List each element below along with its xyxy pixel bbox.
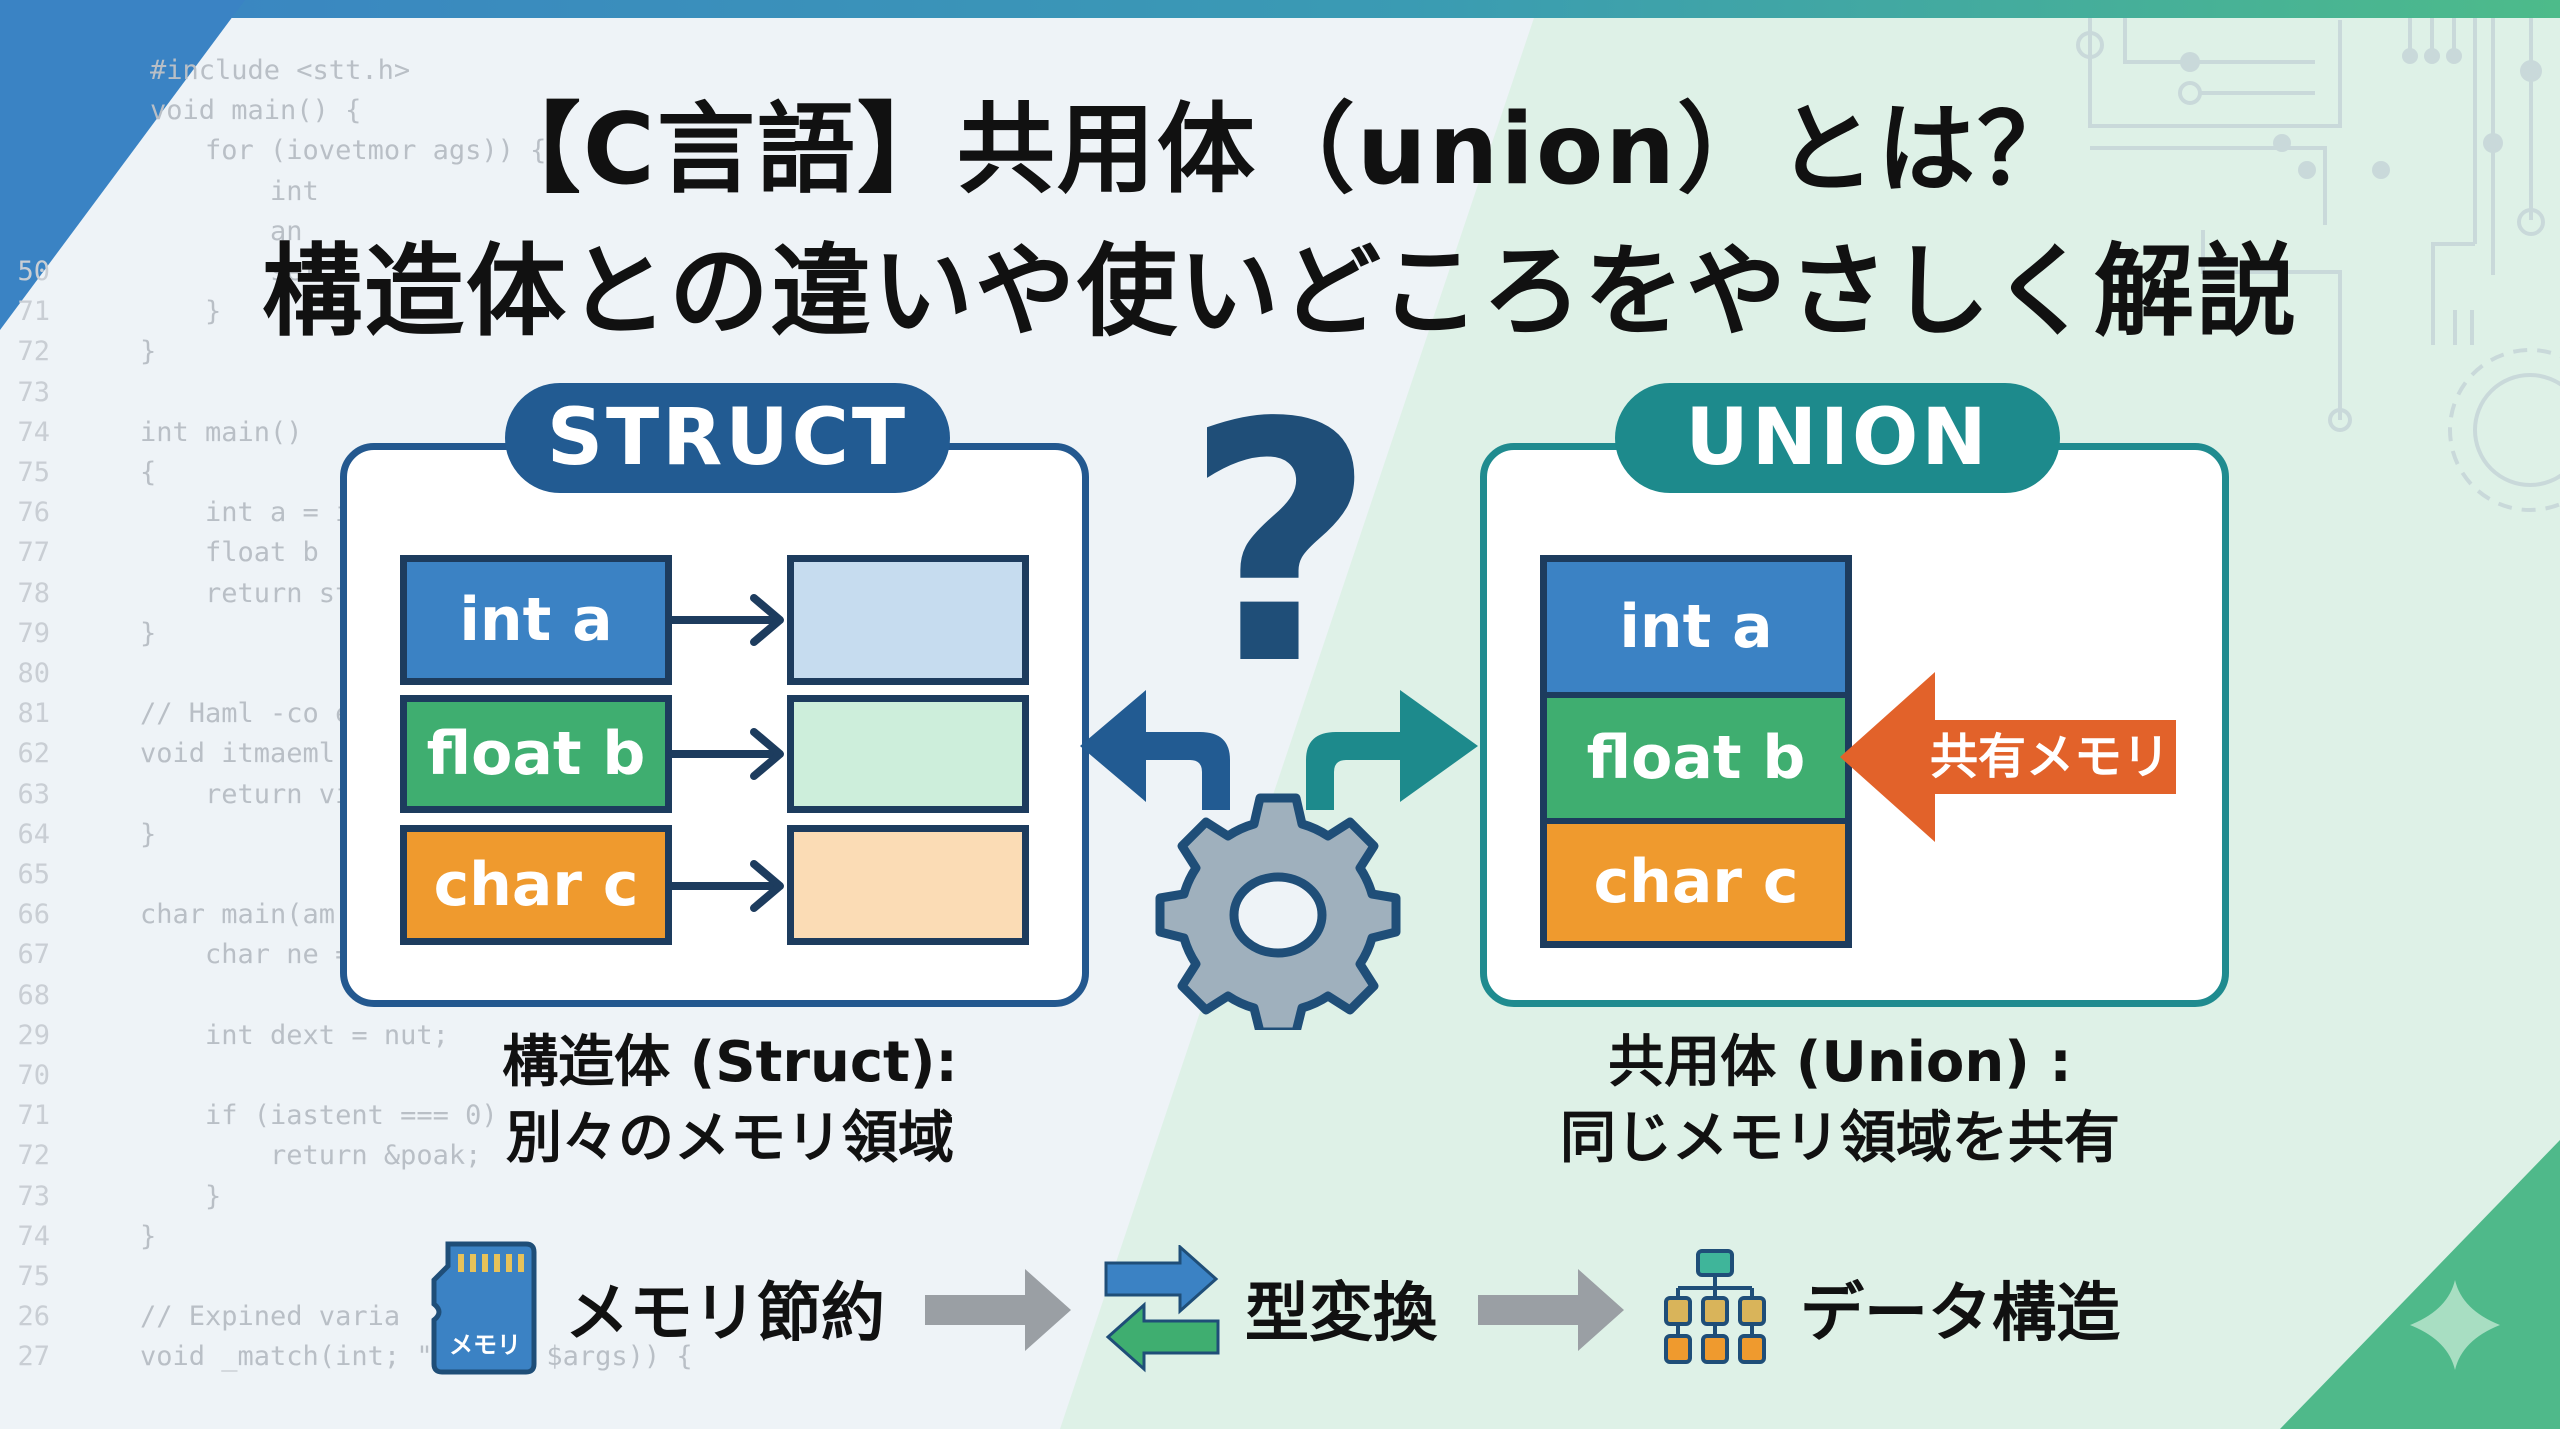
code-line-number: 26	[17, 1301, 50, 1333]
code-line: void itmaeml	[140, 738, 336, 770]
arrow-right-icon	[668, 860, 784, 912]
arrow-right-icon	[1306, 690, 1478, 810]
question-mark-icon: ?	[1184, 353, 1376, 737]
memory-card-icon-label: メモリ	[449, 1331, 521, 1359]
struct-caption-line-2: 別々のメモリ領域	[506, 1106, 954, 1171]
shared-memory-arrow-icon	[1840, 672, 2176, 842]
code-line: }	[140, 1180, 222, 1212]
code-line: float b :	[140, 537, 352, 569]
code-line: return st	[140, 577, 352, 609]
code-line-number: 73	[17, 376, 50, 408]
code-line-number: 63	[17, 778, 50, 810]
code-line-number: 29	[17, 1019, 50, 1051]
code-line-number: 68	[17, 979, 50, 1011]
center-graphic	[1080, 690, 1478, 1030]
code-line-number: 81	[17, 698, 50, 730]
arrow-left-icon	[1080, 690, 1230, 810]
code-line-number: 65	[17, 859, 50, 890]
code-line-number: 72	[17, 1140, 50, 1172]
code-line-number: 77	[17, 537, 50, 569]
code-line: return vi	[140, 778, 352, 810]
code-line: {	[140, 457, 157, 488]
title-line-2: 構造体との違いや使いどころをやさしく解説	[262, 233, 2298, 350]
struct-caption-line-1: 構造体 (Struct):	[502, 1030, 958, 1095]
code-line-number: 71	[17, 296, 50, 328]
union-label: UNION	[1615, 383, 2060, 493]
code-line: }	[140, 617, 157, 649]
code-line-number: 80	[17, 658, 50, 689]
code-line-number: 75	[17, 457, 50, 488]
code-line: }	[140, 1220, 157, 1252]
title-line-1: 【C言語】共用体（union）とは？	[482, 93, 2078, 207]
code-line-number: 27	[17, 1341, 50, 1373]
code-line: set	[140, 256, 319, 287]
code-line-number: 66	[17, 899, 50, 931]
code-line-number: 72	[17, 336, 50, 368]
struct-caption: 構造体 (Struct): 別々のメモリ領域	[390, 1025, 1070, 1177]
flow-step-type-conversion: 型変換	[1245, 1277, 1437, 1351]
circuit-decoration	[2076, 18, 2560, 512]
code-line: #include <stt.h>	[150, 55, 411, 86]
flow-arrow-icon	[1478, 1269, 1624, 1351]
hierarchy-icon	[1664, 1249, 1766, 1364]
flow-step-data-structure: データ構造	[1800, 1277, 2120, 1351]
code-line: // Expined varia	[140, 1301, 401, 1333]
code-line-number: 73	[17, 1180, 50, 1212]
union-caption: 共用体 (Union) : 同じメモリ領域を共有	[1490, 1025, 2190, 1177]
code-line: int a = i	[140, 497, 352, 529]
struct-memory-slot-char	[787, 825, 1029, 945]
struct-memory-slot-int	[787, 555, 1029, 685]
sparkle-icon	[2410, 1280, 2500, 1370]
shared-memory-label: 共有メモリ	[1930, 729, 2171, 785]
memory-card-icon	[431, 1241, 537, 1375]
code-line-number: 75	[17, 1261, 50, 1292]
code-line-number: 62	[17, 738, 50, 770]
code-line-number: 67	[17, 939, 50, 971]
code-line-number: 78	[17, 577, 50, 609]
struct-field-char: char c	[400, 825, 672, 945]
code-line-number: 74	[17, 1220, 50, 1252]
code-line-number: 79	[17, 617, 50, 649]
code-line-number: 50	[17, 256, 50, 287]
struct-label: STRUCT	[505, 383, 950, 493]
swap-arrows-icon	[1104, 1245, 1220, 1373]
union-caption-line-2: 同じメモリ領域を共有	[1560, 1106, 2120, 1171]
struct-field-int: int a	[400, 555, 672, 685]
code-line: }	[140, 296, 222, 328]
struct-arrows	[668, 594, 784, 912]
code-line-number: 70	[17, 1060, 50, 1091]
struct-memory-slot-float	[787, 695, 1029, 813]
flow-step-memory-saving: メモリ節約	[565, 1277, 885, 1351]
code-line: void main() {	[150, 95, 362, 127]
code-line-number: 76	[17, 497, 50, 529]
corner-blue-triangle	[0, 0, 245, 330]
union-field-float: float b	[1547, 698, 1845, 818]
code-line: int main()	[140, 416, 303, 448]
code-line: // Haml -co e	[140, 698, 352, 730]
code-line: for (iovetmor ags)) {	[140, 135, 547, 167]
code-line-number: 74	[17, 416, 50, 448]
code-line-number: 71	[17, 1100, 50, 1132]
code-line: return &poak;	[140, 1140, 482, 1172]
code-line: int	[140, 175, 319, 207]
arrow-right-icon	[668, 728, 784, 780]
union-caption-line-1: 共用体 (Union) :	[1608, 1030, 2072, 1095]
code-line: if (iastent === 0)	[140, 1100, 498, 1132]
gear-icon	[1155, 793, 1401, 1030]
code-line: }	[140, 818, 157, 850]
code-line: int dext = nut;	[140, 1019, 449, 1051]
code-line: char main(am	[140, 899, 336, 931]
flow-arrow-icon	[925, 1269, 1071, 1351]
union-field-char: char c	[1547, 824, 1845, 941]
union-field-int: int a	[1547, 562, 1845, 692]
code-line: an	[140, 215, 303, 247]
corner-green-triangle	[2280, 1140, 2560, 1429]
arrow-right-icon	[668, 594, 784, 646]
code-line: }	[140, 336, 157, 368]
code-line-number: 64	[17, 818, 50, 850]
struct-field-float: float b	[400, 695, 672, 813]
